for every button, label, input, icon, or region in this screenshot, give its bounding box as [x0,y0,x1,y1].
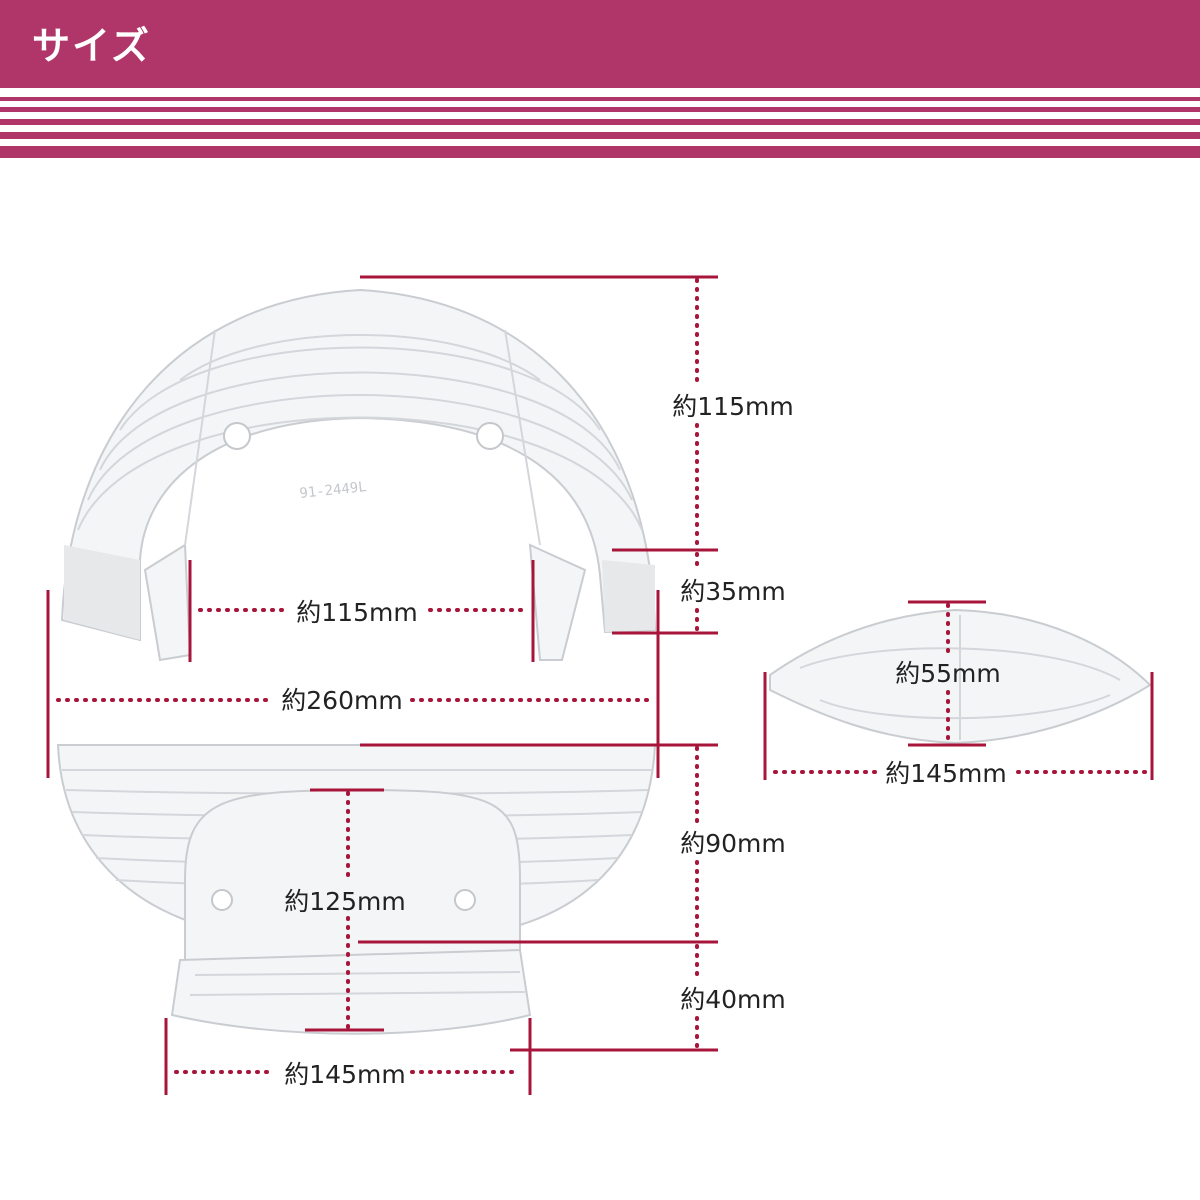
upper-lens-illustration: 91-2449L [60,288,657,662]
label-lower-lens-flange: 約40mm [680,985,786,1014]
header-stripe [0,146,1200,158]
header-band [0,0,1200,88]
small-lens-illustration [769,608,1152,745]
label-upper-lens-flange: 約35mm [680,577,786,606]
header-stripe [0,119,1200,125]
label-upper-lens-height: 約115mm [672,392,793,421]
lens-marking: 91-2449L [299,479,368,502]
label-lower-lens-height: 約90mm [680,829,786,858]
dimension-labels: 約115mm 約35mm 約115mm 約260mm 約90mm 約40mm 約… [281,392,1006,1089]
section-header: サイズ [0,0,1200,160]
section-title: サイズ [32,24,151,68]
label-lower-lens-width: 約145mm [284,1060,405,1089]
label-upper-lens-width: 約260mm [281,686,402,715]
label-upper-lens-inner-width: 約115mm [296,598,417,627]
label-lower-lens-center-height: 約125mm [284,887,405,916]
label-small-lens-width: 約145mm [885,759,1006,788]
header-stripe [0,107,1200,112]
dimension-dotted-lines [56,278,1147,1074]
header-stripe [0,97,1200,101]
label-small-lens-height: 約55mm [895,659,1001,688]
header-stripe [0,132,1200,139]
lower-lens-illustration [56,744,657,1035]
dimension-lines [46,275,1154,1095]
